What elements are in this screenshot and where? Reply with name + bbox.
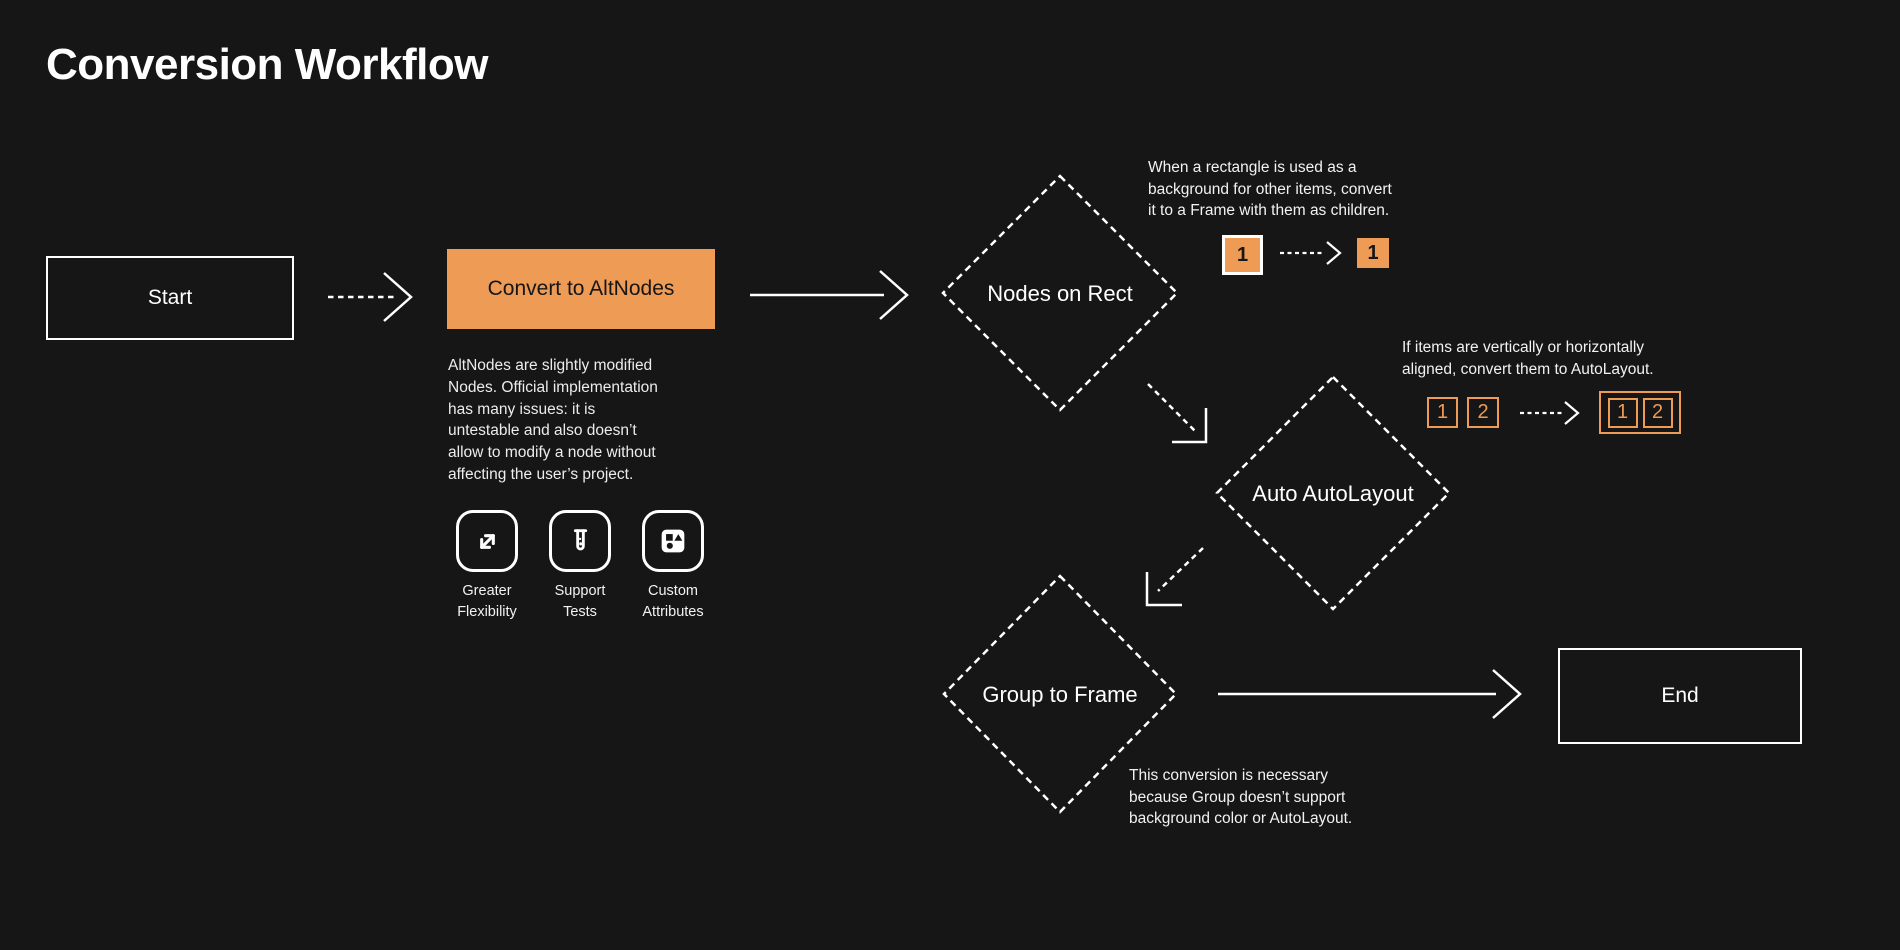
diamond-auto-autolayout [1215, 375, 1451, 611]
autolayout-wrapped-chip-1: 1 [1607, 397, 1638, 428]
page-title: Conversion Workflow [46, 40, 488, 89]
autolayout-wrapped-chip-2: 2 [1642, 397, 1673, 428]
annotation-line: This conversion is necessary [1129, 767, 1328, 784]
feature-label: Greater Flexibility [457, 583, 517, 620]
annotation-auto-autolayout: If items are vertically or horizontally … [1402, 337, 1654, 380]
feature-custom-attributes: Custom Attributes [627, 510, 719, 623]
autolayout-chip-2: 2 [1467, 397, 1499, 428]
node-auto-autolayout-label: Auto AutoLayout [1252, 481, 1414, 506]
feature-greater-flexibility: Greater Flexibility [441, 510, 533, 623]
arrow-start-to-convert [328, 272, 413, 322]
annotation-line: background color or AutoLayout. [1129, 810, 1353, 827]
node-convert-to-altnodes: Convert to AltNodes [447, 249, 715, 329]
annotation-line: because Group doesn’t support [1129, 788, 1346, 806]
node-end-label: End [1661, 684, 1699, 707]
diamond-nodes-on-rect [941, 174, 1179, 412]
arrow-convert-to-nodes-on-rect [750, 270, 909, 320]
feature-label: Support Tests [554, 583, 606, 620]
autolayout-chip-1: 1 [1427, 397, 1458, 428]
feature-support-tests: Support Tests [534, 510, 626, 623]
node-nodes-on-rect-label: Nodes on Rect [987, 281, 1133, 306]
description-line: AltNodes are slightly modified [448, 357, 653, 374]
annotation-line: When a rectangle is used as a [1148, 159, 1357, 176]
description-line: Nodes. Official implementation [448, 378, 658, 396]
rect-chip-before: 1 [1222, 235, 1263, 275]
annotation-line: it to a Frame with them as children. [1148, 202, 1390, 219]
diamond-group-to-frame [942, 574, 1178, 814]
description-line: affecting the user’s project. [448, 465, 634, 483]
annotation-line: background for other items, convert [1148, 180, 1392, 198]
annotation-nodes-on-rect: When a rectangle is used as a background… [1148, 157, 1392, 222]
description-line: untestable and also doesn’t [448, 422, 637, 440]
expand-icon [456, 510, 518, 572]
test-tube-icon [549, 510, 611, 572]
node-convert-label: Convert to AltNodes [487, 277, 675, 300]
annotation-line: aligned, convert them to AutoLayout. [1402, 360, 1654, 378]
autolayout-wrapper-box: 1 2 [1599, 391, 1681, 434]
node-end: End [1558, 648, 1802, 744]
node-start-label: Start [147, 286, 193, 309]
altnodes-description: AltNodes are slightly modified Nodes. Of… [448, 355, 658, 486]
arrow-auto-autolayout-to-group-to-frame [1145, 547, 1204, 607]
arrow-group-to-frame-to-end [1218, 669, 1522, 719]
description-line: has many issues: it is [448, 400, 596, 418]
description-line: allow to modify a node without [448, 444, 656, 462]
node-group-to-frame-label: Group to Frame [982, 682, 1138, 707]
arrow-autolayout-annotation [1520, 401, 1580, 425]
node-start: Start [46, 256, 294, 340]
frame-chip-after: 1 [1357, 238, 1389, 268]
feature-label: Custom Attributes [642, 583, 704, 620]
arrow-rect-annotation [1280, 241, 1342, 265]
shapes-icon [642, 510, 704, 572]
annotation-line: If items are vertically or horizontally [1402, 339, 1645, 356]
arrow-nodes-on-rect-to-auto-autolayout [1147, 383, 1208, 444]
annotation-group-to-frame: This conversion is necessary because Gro… [1129, 765, 1352, 830]
feature-list: Greater Flexibility Support Tests [441, 510, 719, 623]
